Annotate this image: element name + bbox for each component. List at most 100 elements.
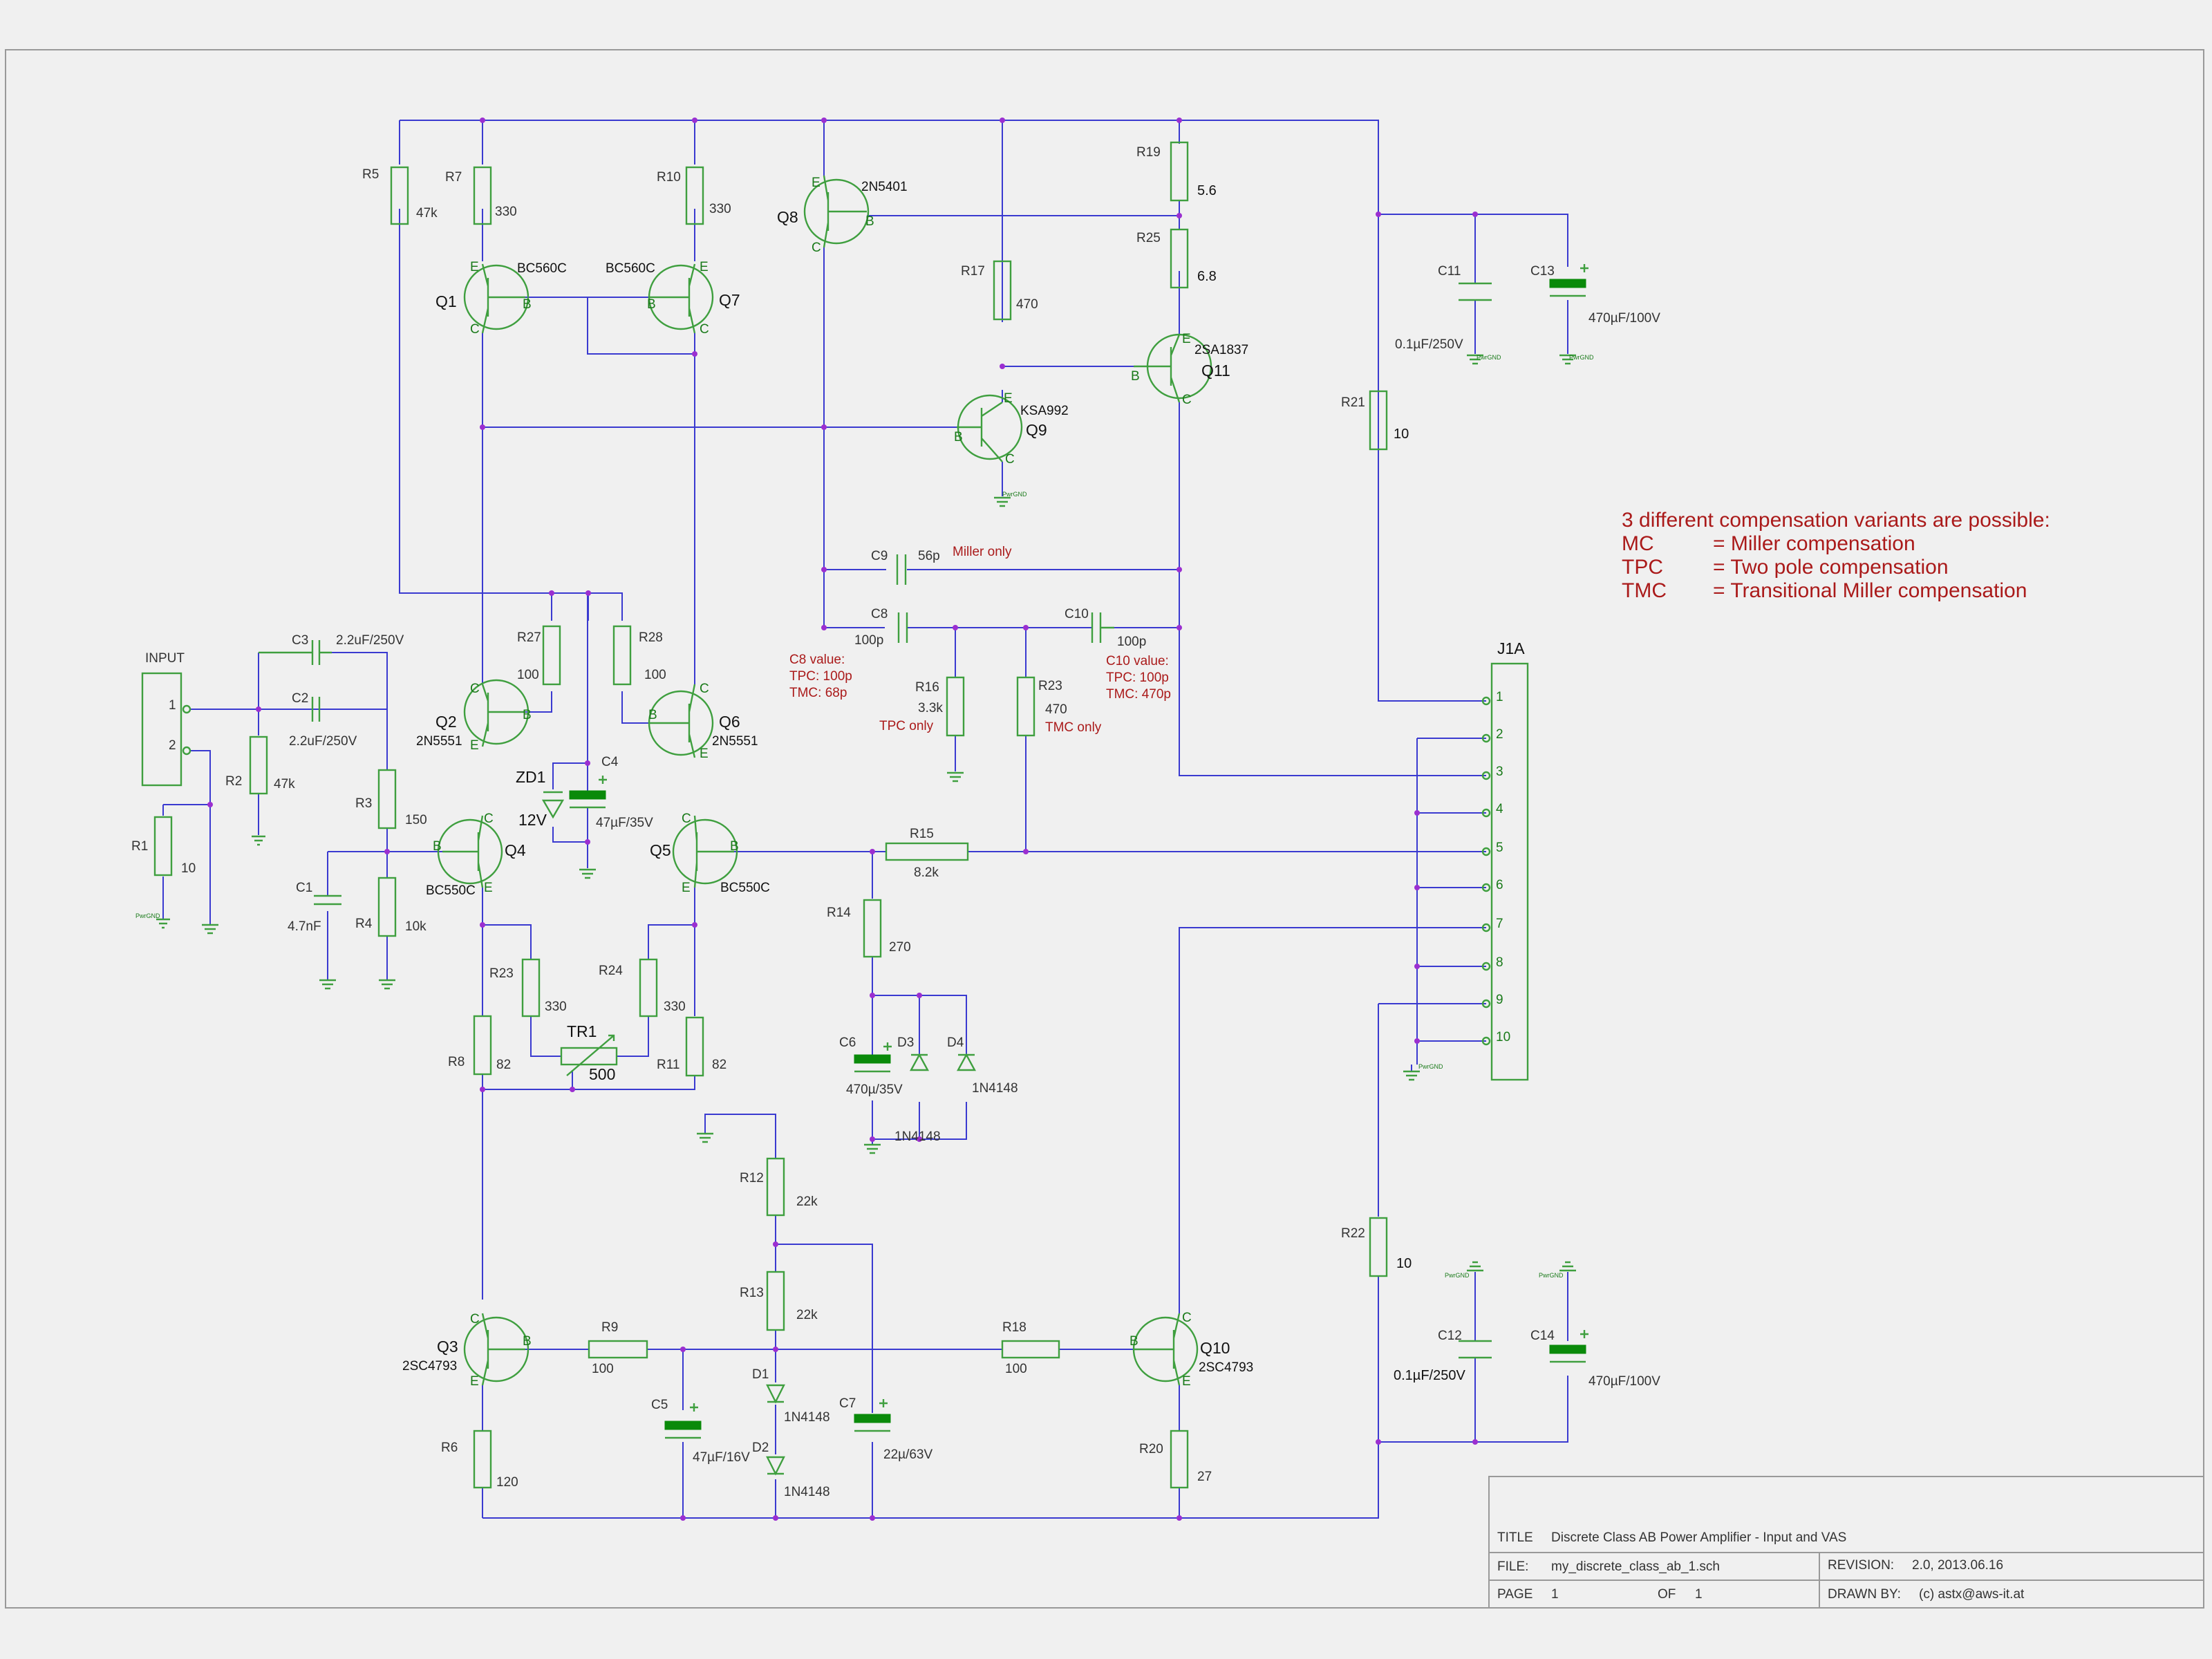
c4-ref: C4 (601, 755, 619, 769)
r1-ref: R1 (131, 839, 148, 854)
j1a-pin: 2 (1496, 727, 1503, 742)
pgnd-label: PwrGND (1418, 1063, 1443, 1070)
r8-ref: R8 (448, 1055, 465, 1069)
r19-ref: R19 (1136, 145, 1161, 160)
variant-note: 3 different compensation variants are po… (1622, 509, 2050, 602)
pin-letter: B (1130, 1334, 1138, 1349)
r23-tmc-value: 470 (1045, 702, 1067, 717)
pin-letter: E (682, 881, 691, 895)
tr1-ref: TR1 (567, 1022, 597, 1040)
pin-letter: B (523, 708, 532, 722)
r8-value: 82 (496, 1058, 511, 1072)
of-label: OF (1658, 1587, 1676, 1602)
j1a-pin: 8 (1496, 955, 1503, 970)
pin-letter: E (1182, 1374, 1191, 1389)
r2-value: 47k (274, 777, 295, 791)
r15-ref: R15 (910, 827, 934, 841)
c7-value: 22µ/63V (883, 1447, 932, 1462)
pin-letter: E (1004, 391, 1013, 406)
c1-value: 4.7nF (288, 919, 321, 934)
c13-ref: C13 (1530, 264, 1555, 279)
r2-ref: R2 (225, 774, 242, 789)
c10-note-line: C10 value: (1106, 654, 1169, 668)
r20-ref: R20 (1139, 1442, 1163, 1456)
wires (162, 120, 1568, 1519)
ground-symbols (156, 354, 1576, 1272)
j1a-pin-numbers: 1 2 3 4 5 6 7 8 9 10 (1496, 690, 1510, 1044)
j1a-pin: 4 (1496, 802, 1503, 816)
r1-value: 10 (181, 861, 196, 876)
d2-ref: D2 (752, 1441, 769, 1455)
r23-value: 330 (545, 1000, 567, 1014)
r17-value: 470 (1016, 297, 1038, 312)
c11-ref: C11 (1438, 264, 1461, 279)
r4-ref: R4 (355, 917, 373, 931)
q4-part: BC550C (426, 883, 476, 898)
r10-value: 330 (709, 202, 731, 216)
q6-part: 2N5551 (712, 734, 758, 749)
c3-value: 2.2uF/250V (336, 633, 404, 648)
pin-letter: C (682, 812, 691, 826)
d4-value: 1N4148 (972, 1081, 1018, 1096)
d3-value: 1N4148 (894, 1130, 941, 1144)
q2-ref: Q2 (435, 713, 457, 731)
note-heading: 3 different compensation variants are po… (1622, 509, 2050, 532)
j1a-pin: 7 (1496, 917, 1503, 931)
pin-letter: C (484, 812, 494, 826)
page-number: 1 (1551, 1587, 1559, 1602)
r24-value: 330 (664, 1000, 686, 1014)
junctions (207, 118, 1478, 1521)
q5-part: BC550C (720, 881, 770, 895)
c7-ref: C7 (839, 1396, 856, 1411)
capacitor-labels: C1 4.7nF C2 2.2uF/250V C3 2.2uF/250V C4 … (288, 264, 1660, 1465)
r7-ref: R7 (445, 170, 462, 185)
c8-note-line: TPC: 100p (789, 669, 852, 684)
pgnd-label: PwrGND (1569, 354, 1594, 361)
j1a-pin: 1 (1496, 690, 1503, 704)
r5-ref: R5 (362, 167, 379, 182)
c1-ref: C1 (296, 881, 312, 895)
c8-note-line: TMC: 68p (789, 686, 847, 700)
resistor-labels: R1 10 R2 47k R3 150 R4 10k R5 47k R6 120… (131, 145, 1412, 1490)
trimmer-symbol (560, 1034, 618, 1076)
capacitor-bodies (259, 282, 1492, 1359)
revision-label: REVISION: (1828, 1558, 1894, 1573)
pin-letter: B (1131, 369, 1140, 384)
pin-letter: C (700, 682, 709, 696)
transistor-symbols (437, 175, 1212, 1386)
pin-letter: E (700, 260, 709, 274)
r17-ref: R17 (961, 264, 985, 279)
pin-letter: E (812, 176, 821, 190)
c13-value: 470µF/100V (1588, 311, 1660, 326)
r6-value: 120 (496, 1475, 518, 1490)
note-abbr-tpc: TPC (1622, 556, 1663, 579)
input-connector-name: INPUT (145, 651, 185, 666)
sheet-border (5, 49, 2204, 1609)
r18-value: 100 (1005, 1362, 1027, 1376)
j1a-connector-name: J1A (1497, 639, 1525, 657)
q6-ref: Q6 (719, 713, 740, 731)
r4-value: 10k (405, 919, 427, 934)
schematic-title: Discrete Class AB Power Amplifier - Inpu… (1551, 1530, 1846, 1545)
c10-note-line: TMC: 470p (1106, 687, 1171, 702)
c9-value: 56p (918, 549, 940, 563)
pin-letter: C (812, 241, 821, 255)
c6-ref: C6 (839, 1035, 856, 1050)
r13-ref: R13 (740, 1286, 764, 1300)
c14-ref: C14 (1530, 1329, 1555, 1343)
c8-note-line: C8 value: (789, 653, 845, 667)
c4-value: 47µF/35V (596, 816, 653, 830)
r23-tmc-ref: R23 (1038, 679, 1062, 693)
pin-letter: E (470, 738, 479, 753)
r12-value: 22k (796, 1194, 818, 1209)
q1-part: BC560C (517, 261, 567, 276)
diode-labels: ZD1 12V D1 1N4148 D2 1N4148 D3 1N4148 D4… (516, 768, 1018, 1499)
q5-ref: Q5 (650, 841, 671, 859)
c9-ref: C9 (871, 549, 888, 563)
r28-ref: R28 (639, 630, 663, 645)
pin-letter: B (954, 430, 963, 444)
pin-letter: B (523, 1334, 532, 1349)
d3-ref: D3 (897, 1035, 914, 1050)
tmc-only-note: TMC only (1045, 720, 1102, 735)
